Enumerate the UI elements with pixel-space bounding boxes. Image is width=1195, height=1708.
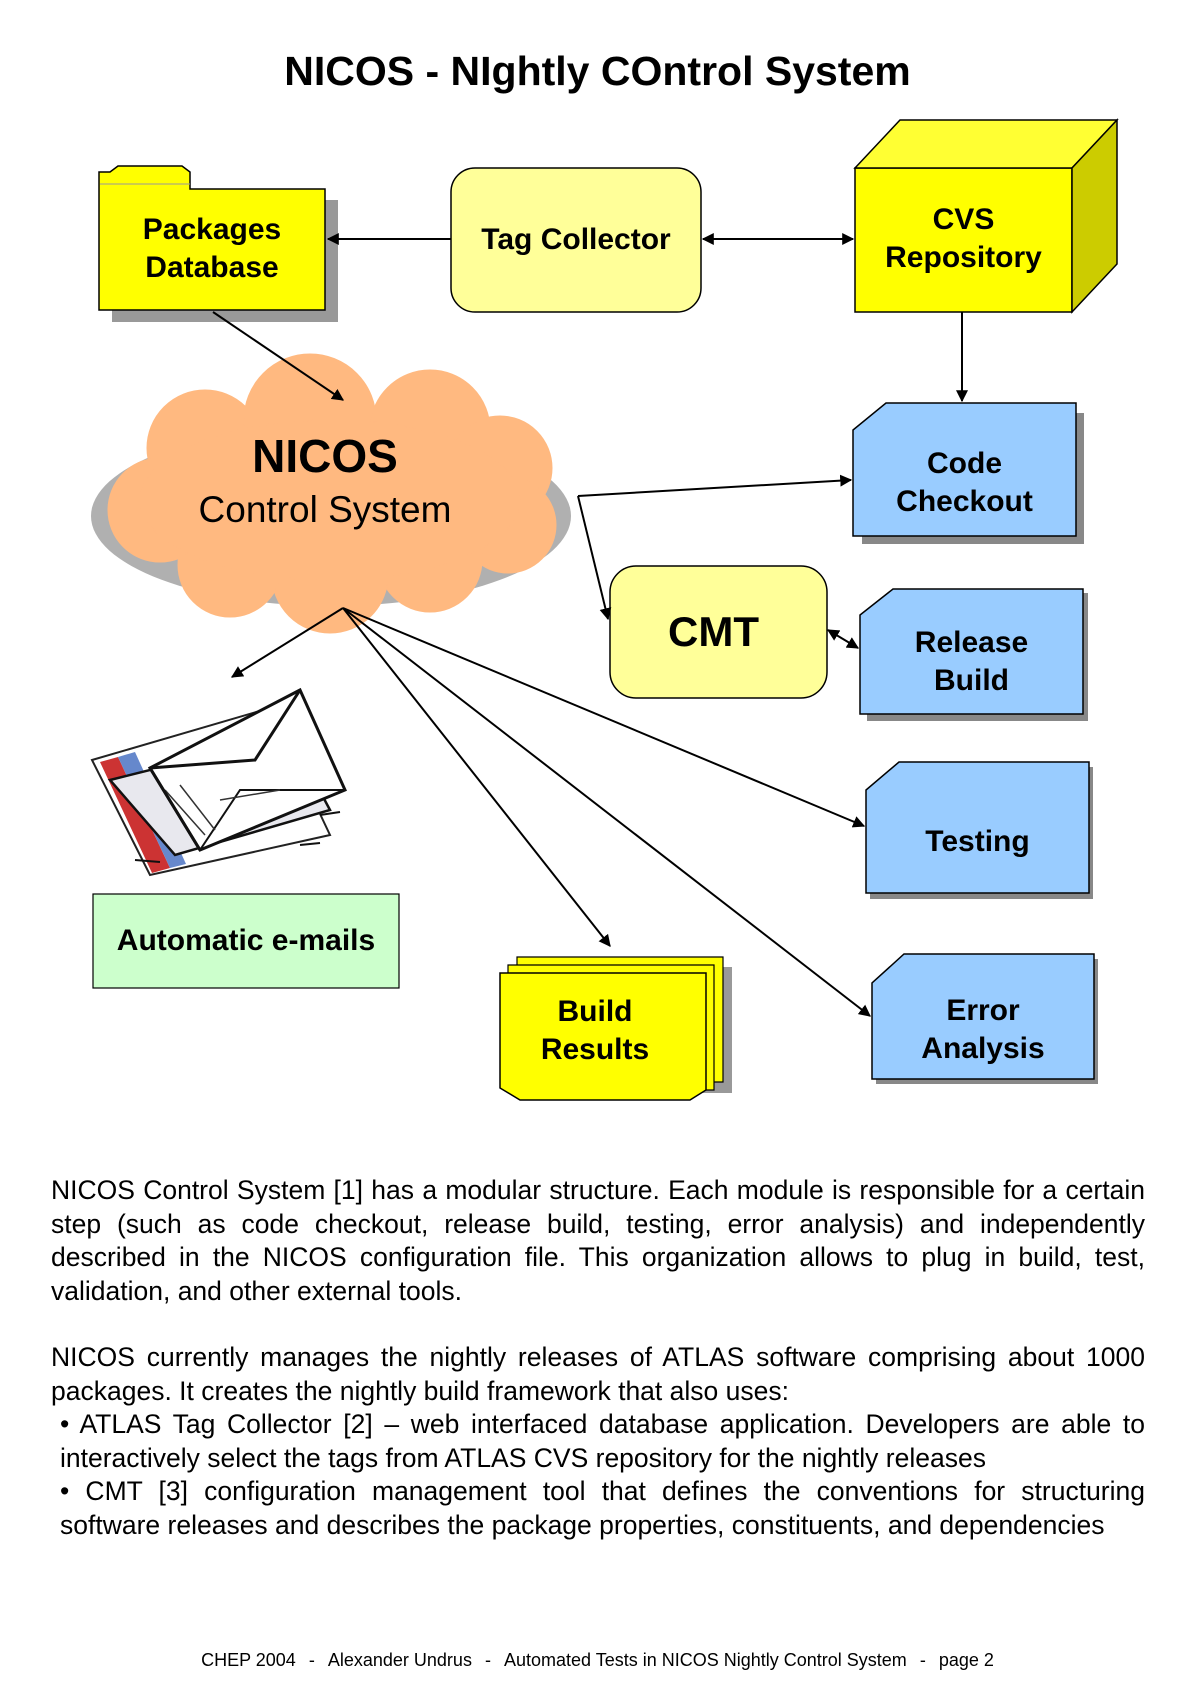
page-title: NICOS - NIghtly COntrol System — [284, 48, 911, 94]
testing-label: Testing — [925, 824, 1030, 858]
footer-page-number: page 2 — [938, 1650, 994, 1670]
description: NICOS Control System [1] has a modular s… — [51, 1174, 1145, 1542]
footer-separator: - — [308, 1650, 315, 1670]
nicos-cloud-subtitle: Control System — [198, 489, 452, 530]
tag-collector-label: Tag Collector — [481, 223, 671, 256]
footer-talk-title: Automated Tests in NICOS Nightly Control… — [503, 1650, 907, 1670]
bullet-cmt: • CMT [3] configuration management tool … — [60, 1476, 1145, 1540]
arrow-nicos-to-checkout — [577, 474, 853, 497]
page-footer: CHEP 2004 - Alexander Undrus - Automated… — [0, 1650, 1195, 1671]
arrow-cmt-release — [826, 629, 860, 649]
testing-box — [865, 761, 1093, 899]
release-build-box — [859, 588, 1088, 721]
code-checkout-label: Code Checkout — [896, 447, 1033, 518]
arrow-nicos-to-cmt — [577, 495, 612, 621]
release-build-label: Release Build — [914, 626, 1029, 697]
build-results-stack — [499, 956, 732, 1101]
cvs-repository-cube — [853, 118, 1119, 314]
arrow-packages-to-nicos — [212, 311, 344, 401]
error-analysis-box — [871, 953, 1098, 1084]
footer-author: Alexander Undrus — [327, 1650, 472, 1670]
footer-separator: - — [484, 1650, 491, 1670]
bullet-tag-collector: • ATLAS Tag Collector [2] – web interfac… — [60, 1409, 1145, 1473]
build-results-label: Build Results — [540, 995, 650, 1066]
automatic-emails-label: Automatic e-mails — [116, 924, 376, 957]
paragraph-modular: NICOS Control System [1] has a modular s… — [51, 1175, 1145, 1306]
arrow-nicos-to-emails — [230, 607, 344, 678]
packages-database-label: Packages Database — [142, 213, 282, 284]
arrow-nicos-to-testing — [342, 607, 866, 828]
arrow-nicos-to-results — [342, 607, 611, 947]
cvs-repository-label: CVS Repository — [885, 203, 1042, 274]
error-analysis-label: Error Analysis — [921, 993, 1045, 1065]
automatic-emails-box — [92, 893, 400, 989]
nicos-control-system-cloud — [91, 353, 571, 634]
footer-conference: CHEP 2004 — [201, 1650, 296, 1670]
cmt-label: CMT — [668, 608, 759, 655]
paragraph-nightly: NICOS currently manages the nightly rele… — [51, 1342, 1145, 1406]
arrow-nicos-to-error — [342, 607, 871, 1017]
nicos-cloud-title: NICOS — [252, 430, 398, 482]
code-checkout-box — [852, 402, 1084, 544]
packages-database-folder — [98, 165, 338, 322]
connector-arrows — [212, 233, 968, 1017]
footer-separator: - — [919, 1650, 926, 1670]
envelope-stack-icon — [90, 687, 348, 877]
